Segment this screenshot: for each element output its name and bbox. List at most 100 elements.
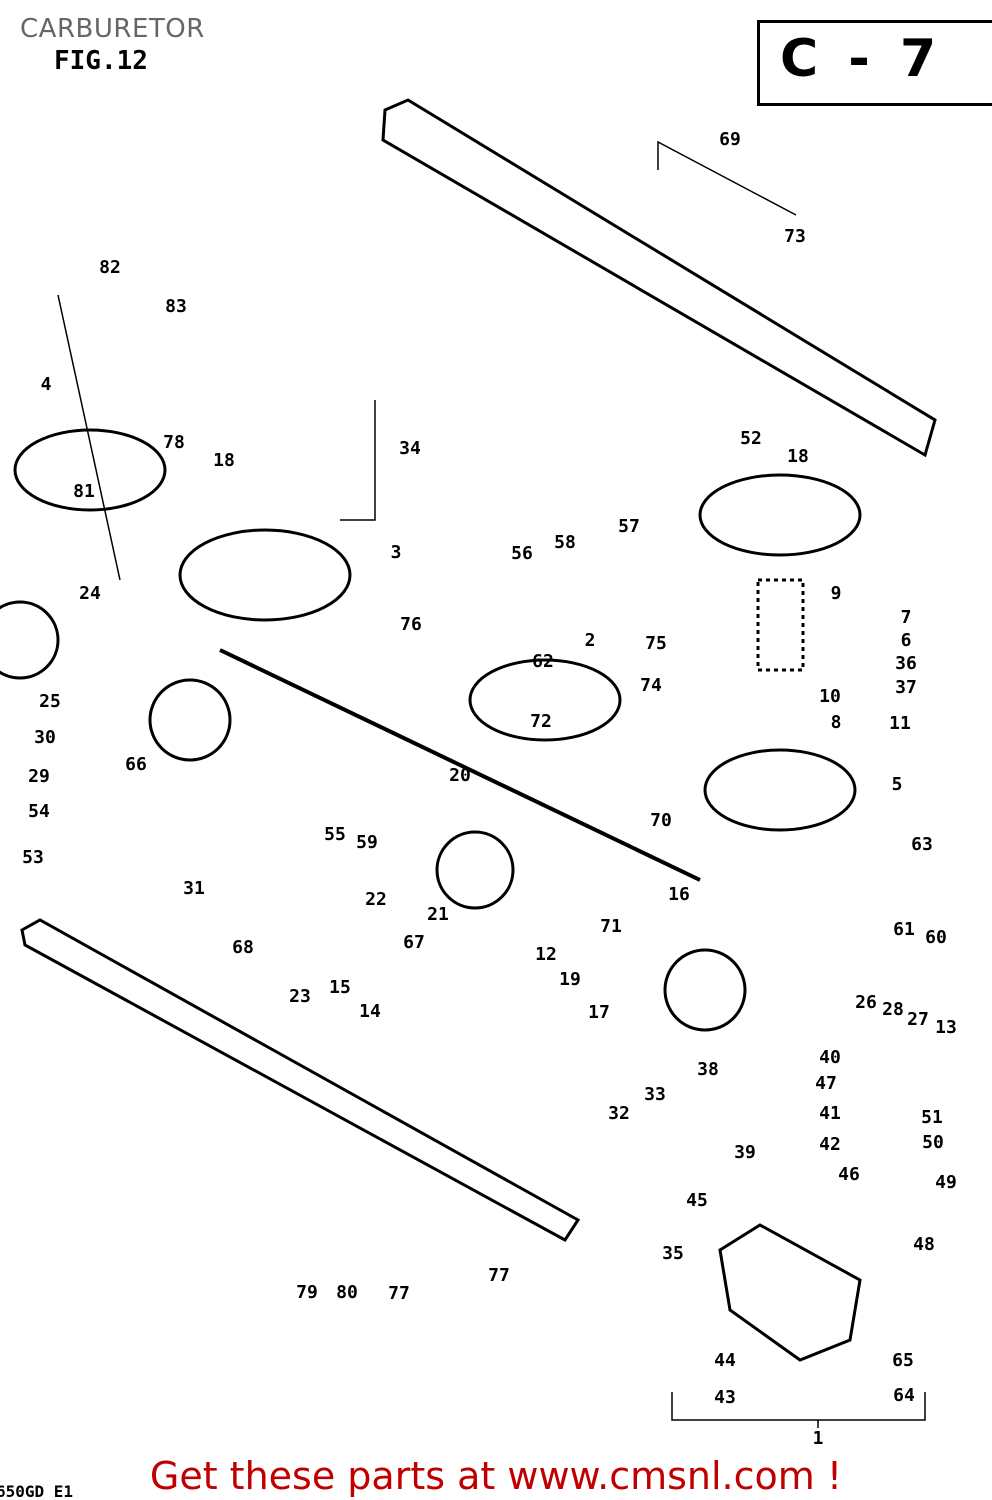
part-label[interactable]: 62 [532,651,554,672]
part-label[interactable]: 68 [232,937,254,958]
part-label[interactable]: 14 [359,1001,381,1022]
part-label[interactable]: 72 [530,711,552,732]
carburetor-body-2 [178,528,352,622]
page-title: CARBURETOR [20,14,205,44]
part-label[interactable]: 36 [895,653,917,674]
part-label[interactable]: 51 [921,1107,943,1128]
part-label[interactable]: 42 [819,1134,841,1155]
section-code-box: C - 7 [757,20,992,106]
part-label[interactable]: 73 [784,226,806,247]
part-label[interactable]: 2 [584,630,596,651]
part-label[interactable]: 19 [559,969,581,990]
part-label[interactable]: 30 [34,727,56,748]
part-label[interactable]: 67 [403,932,425,953]
part-label[interactable]: 37 [895,677,917,698]
part-label[interactable]: 40 [819,1047,841,1068]
part-label[interactable]: 24 [79,583,101,604]
part-label[interactable]: 57 [618,516,640,537]
part-label[interactable]: 10 [819,686,841,707]
part-label[interactable]: 46 [838,1164,860,1185]
part-label[interactable]: 58 [554,532,576,553]
part-label[interactable]: 79 [296,1282,318,1303]
part-label[interactable]: 29 [28,766,50,787]
part-label[interactable]: 70 [650,810,672,831]
throttle-shaft [219,648,701,882]
part-label[interactable]: 77 [488,1265,510,1286]
part-label[interactable]: 78 [163,432,185,453]
part-label[interactable]: 45 [686,1190,708,1211]
intake-bore-1 [0,600,60,680]
part-label[interactable]: 12 [535,944,557,965]
part-label[interactable]: 50 [922,1132,944,1153]
part-label[interactable]: 7 [900,607,912,628]
upper-bracket-bar [381,98,937,458]
part-label[interactable]: 32 [608,1103,630,1124]
part-label[interactable]: 43 [714,1387,736,1408]
part-label[interactable]: 61 [893,919,915,940]
part-label[interactable]: 44 [714,1350,736,1371]
part-label[interactable]: 64 [893,1385,915,1406]
part-label[interactable]: 21 [427,904,449,925]
part-label[interactable]: 23 [289,986,311,1007]
part-label[interactable]: 55 [324,824,346,845]
part-label[interactable]: 52 [740,428,762,449]
spring [756,578,805,672]
part-label[interactable]: 56 [511,543,533,564]
part-label[interactable]: 71 [600,916,622,937]
part-label[interactable]: 34 [399,438,421,459]
part-label[interactable]: 38 [697,1059,719,1080]
part-label[interactable]: 8 [830,712,842,733]
part-label[interactable]: 39 [734,1142,756,1163]
float-bowl [718,1223,862,1362]
part-label[interactable]: 76 [400,614,422,635]
part-label[interactable]: 1 [812,1428,824,1449]
part-label[interactable]: 18 [787,446,809,467]
part-label[interactable]: 31 [183,878,205,899]
part-label[interactable]: 69 [719,129,741,150]
part-label[interactable]: 35 [662,1243,684,1264]
part-label[interactable]: 3 [390,542,402,563]
part-label[interactable]: 63 [911,834,933,855]
part-label[interactable]: 80 [336,1282,358,1303]
part-label[interactable]: 74 [640,675,662,696]
part-label[interactable]: 33 [644,1084,666,1105]
part-label[interactable]: 9 [830,583,842,604]
part-label[interactable]: 41 [819,1103,841,1124]
part-label[interactable]: 4 [40,374,52,395]
part-label[interactable]: 66 [125,754,147,775]
part-label[interactable]: 54 [28,801,50,822]
part-label[interactable]: 59 [356,832,378,853]
part-label[interactable]: 6 [900,630,912,651]
part-label[interactable]: 5 [891,774,903,795]
part-label[interactable]: 65 [892,1350,914,1371]
intake-bore-2 [148,678,232,762]
part-label[interactable]: 26 [855,992,877,1013]
carburetor-body-1 [13,428,167,512]
part-label[interactable]: 17 [588,1002,610,1023]
lower-bracket-bar [20,918,581,1242]
part-label[interactable]: 83 [165,296,187,317]
part-label[interactable]: 20 [449,765,471,786]
part-label[interactable]: 28 [882,999,904,1020]
part-label[interactable]: 82 [99,257,121,278]
part-label[interactable]: 48 [913,1234,935,1255]
promo-banner-link[interactable]: Get these parts at www.cmsnl.com ! [149,1454,843,1498]
intake-bore-4 [663,948,747,1032]
part-label[interactable]: 18 [213,450,235,471]
part-label[interactable]: 27 [907,1009,929,1030]
part-label[interactable]: 77 [388,1283,410,1304]
part-label[interactable]: 25 [39,691,61,712]
part-label[interactable]: 16 [668,884,690,905]
part-label[interactable]: 75 [645,633,667,654]
part-label[interactable]: 13 [935,1017,957,1038]
model-code: 650GD E1 [0,1482,74,1500]
part-label[interactable]: 53 [22,847,44,868]
part-label[interactable]: 22 [365,889,387,910]
part-label[interactable]: 81 [73,481,95,502]
part-label[interactable]: 11 [889,713,911,734]
part-label[interactable]: 49 [935,1172,957,1193]
part-label[interactable]: 15 [329,977,351,998]
part-label[interactable]: 47 [815,1073,837,1094]
part-label[interactable]: 60 [925,927,947,948]
